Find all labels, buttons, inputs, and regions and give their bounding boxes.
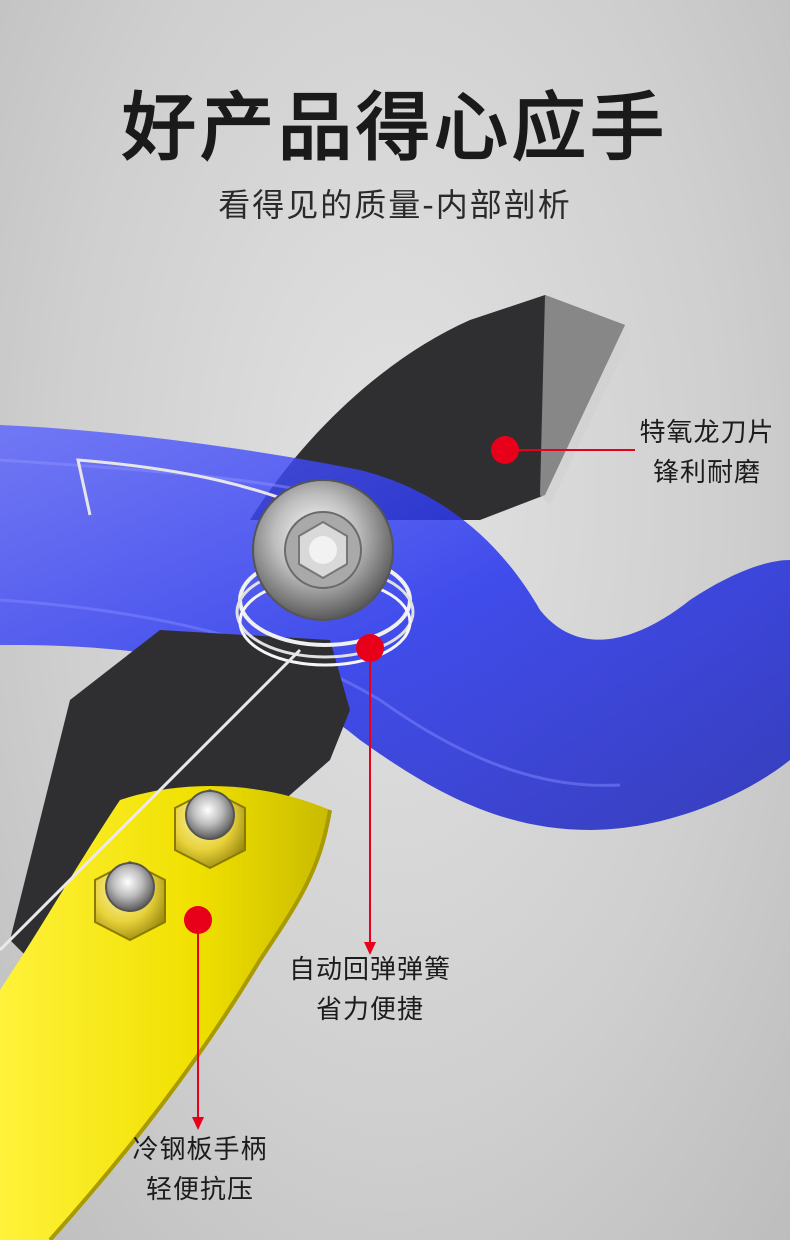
blade-callout-line2: 锋利耐磨 (652, 458, 761, 488)
page-title: 好产品得心应手 (122, 85, 668, 171)
upper-blade (250, 295, 625, 520)
handle-callout: 冷钢板手柄 轻便抗压 (105, 1130, 295, 1210)
spring-callout-line2: 省力便捷 (315, 995, 424, 1025)
handle-rivet (94, 860, 166, 942)
handle-callout-line1: 冷钢板手柄 (132, 1135, 268, 1165)
yellow-steel-handle (0, 786, 330, 1240)
handle-callout-line2: 轻便抗压 (145, 1175, 254, 1205)
blade-callout-line1: 特氧龙刀片 (639, 418, 775, 448)
blade-callout: 特氧龙刀片 锋利耐磨 (622, 413, 790, 493)
blade-marker (491, 436, 519, 464)
spring-callout: 自动回弹弹簧 省力便捷 (270, 950, 470, 1030)
spring-callout-line1: 自动回弹弹簧 (288, 955, 451, 985)
handle-rivet (174, 788, 246, 870)
page-subtitle: 看得见的质量-内部剖析 (218, 186, 572, 224)
handle-marker (184, 906, 212, 934)
spring-marker (356, 634, 384, 662)
